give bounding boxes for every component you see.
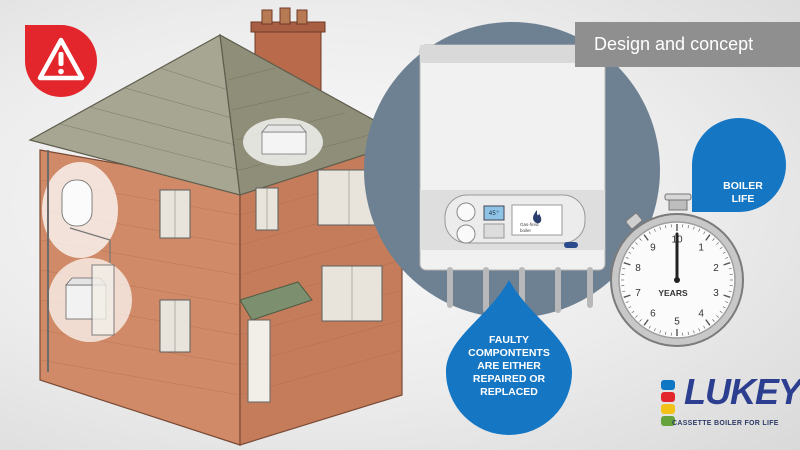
faulty-line: REPLACED [480,386,538,398]
section-title: Design and concept [575,22,800,67]
stopwatch-tick [728,290,732,292]
boiler-life-callout [692,118,786,212]
boiler-life-line: BOILER [723,180,763,192]
stopwatch-tick [622,268,626,270]
stopwatch-number: 7 [635,288,641,299]
house-roof [28,33,412,196]
porch [91,264,313,403]
stopwatch-tick [698,228,701,232]
stopwatch-tick [728,268,732,270]
stopwatch-tick [712,319,715,322]
faulty-line: COMPONTENTS [468,347,550,359]
faulty-line: FAULTY [488,334,530,346]
stopwatch-tick [722,251,726,254]
stopwatch-tick [648,325,651,329]
stopwatch-tick [716,315,719,318]
stopwatch-tick [622,290,626,292]
stopwatch-tick [687,225,689,229]
stopwatch-tick [628,306,632,309]
stopwatch-tick [698,328,701,332]
brand-tagline: CASSETTE BOILER FOR LIFE [672,420,779,427]
boiler-label-line: Gas-fired [520,222,539,227]
stopwatch-tick [719,310,723,314]
stopwatch-tick [725,256,729,259]
stopwatch-tick [643,319,649,326]
stopwatch-tick [703,325,706,329]
stopwatch-tick [705,319,711,326]
boiler-display-reading: 45° [488,210,500,217]
faulty-line: ARE EITHER [477,360,541,372]
stopwatch-tick [653,228,656,232]
boiler-label-line: boiler [520,228,532,233]
stopwatch-number: 4 [698,309,704,320]
stopwatch-number: 1 [698,242,704,253]
stopwatch-tick [635,242,638,245]
stopwatch-tick [623,294,631,298]
stopwatch-tick [631,310,635,314]
stopwatch-number: 6 [650,309,656,320]
brand-wordmark: LUKEY [684,371,800,412]
stopwatch-tick [648,231,651,235]
stopwatch-tick [659,330,661,334]
lukey-logo-mark [661,380,675,426]
boiler-life-line: LIFE [731,193,755,205]
stopwatch-years-label: YEARS [658,288,688,298]
stopwatch-tick [687,331,689,335]
stopwatch-tick [623,262,631,266]
stopwatch-tick [722,306,726,309]
stopwatch-number: 8 [635,263,641,274]
boiler-life-text: BOILER LIFE [713,180,773,206]
boiler-label: Gas-fired boiler [520,222,560,234]
stopwatch-tick [719,246,723,250]
stopwatch-tick [653,328,656,332]
flame-icon [533,210,542,224]
stopwatch: 10123456789 [610,193,744,347]
stopwatch-number: 5 [674,317,680,328]
stopwatch-tick [659,226,661,230]
faulty-line: REPAIRED OR [472,373,546,385]
boiler-unit [419,44,606,313]
stopwatch-tick [723,262,731,266]
stopwatch-number: 9 [650,242,656,253]
faulty-components-callout [446,280,572,435]
stopwatch-tick [725,301,729,304]
stopwatch-tick [665,225,667,229]
stopwatch-tick [723,294,731,298]
warning-triangle-icon [25,25,97,97]
stopwatch-tick [703,231,706,235]
faulty-components-text: FAULTY COMPONTENTS ARE EITHER REPAIRED O… [448,334,570,399]
stopwatch-tick [693,226,695,230]
stopwatch-number: 3 [713,288,719,299]
stopwatch-number: 2 [713,263,719,274]
stopwatch-tick [635,315,638,318]
stopwatch-tick [716,242,719,245]
stopwatch-tick [625,301,629,304]
stopwatch-tick [628,251,632,254]
stopwatch-tick [643,234,649,241]
stopwatch-tick [712,238,715,241]
stopwatch-tick [639,238,642,241]
stopwatch-tick [631,246,635,250]
stopwatch-tick [625,256,629,259]
stopwatch-tick [639,319,642,322]
stopwatch-tick [705,234,711,241]
stopwatch-tick [665,331,667,335]
stopwatch-tick [693,330,695,334]
